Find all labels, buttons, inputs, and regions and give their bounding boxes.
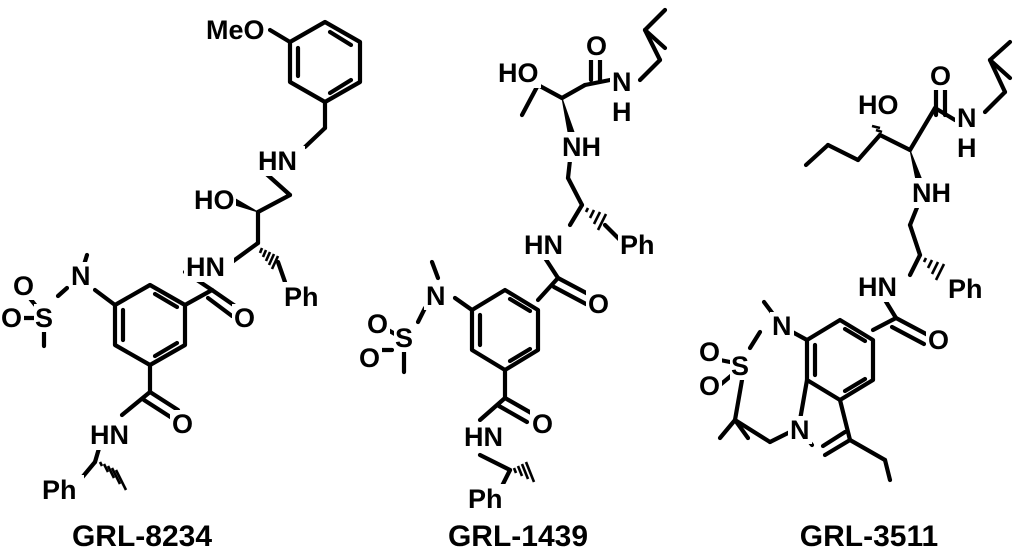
methoxyphenyl-ring [267, 19, 363, 150]
hashed-bond [584, 207, 608, 231]
compound-name: GRL-1439 [448, 520, 588, 553]
sulfonyl-oxygen-label: O [359, 343, 380, 373]
compound-name: GRL-3511 [800, 520, 938, 553]
sulfonyl-oxygen-label: O [13, 271, 34, 301]
compound-grl-1439: HO O N H NH HN Ph O N S O O O H [358, 7, 668, 553]
hashed-bond [98, 461, 128, 491]
hydroxyl-label: HO [858, 90, 899, 120]
n-methyl-nitrogen-label: N [772, 311, 792, 341]
amide-nh-label: HN [90, 420, 129, 450]
sulfonyl-oxygen-label: O [367, 309, 388, 339]
hashed-bond [512, 461, 536, 483]
amide-nitrogen-label: N [612, 67, 632, 97]
hydroxyl-label: HO [498, 58, 539, 88]
hashed-bond [871, 124, 883, 134]
amide-nh-label: HN [524, 230, 563, 260]
sulfur-label: S [731, 351, 749, 381]
amine-label: HN [258, 146, 297, 176]
sulfonyl-oxygen-label: O [1, 303, 22, 333]
carbonyl-oxygen-label: O [172, 409, 193, 439]
benzene-ring [112, 282, 188, 368]
methoxy-label: MeO [206, 15, 265, 45]
hydroxyl-label: HO [194, 185, 235, 215]
compound-grl-8234: MeO HN HO HN Ph O N S O O O HN Ph G [0, 14, 363, 553]
atom-labels: HO O N H NH HN Ph O N S O O O H [358, 31, 662, 514]
hashed-bond [922, 257, 946, 281]
sulfonyl-oxygen-label: O [699, 337, 720, 367]
carbonyl-oxygen-label: O [928, 325, 949, 355]
amide-hydrogen-label: H [957, 133, 977, 163]
carbonyl-oxygen-label: O [234, 303, 255, 333]
amide-nh-label: HN [464, 422, 503, 452]
amide-nh-label: HN [186, 252, 225, 282]
benzene-ring [469, 287, 541, 373]
amine-label: NH [562, 132, 601, 162]
sulfonamide-nitrogen-label: N [71, 261, 91, 291]
carbonyl-oxygen-label: O [588, 289, 609, 319]
compound-grl-3511: HO O N H NH HN Ph O N S O O N GRL-3 [698, 39, 1013, 553]
amide-hydrogen-label: H [612, 97, 632, 127]
atom-labels: HO O N H NH HN Ph O N S O O N [698, 61, 990, 445]
phenyl-label: Ph [284, 282, 319, 312]
hashed-bond [258, 247, 280, 270]
carbonyl-oxygen-label: O [930, 61, 951, 91]
indole-nitrogen-label: N [790, 415, 810, 445]
carbonyl-oxygen-label: O [586, 31, 607, 61]
sulfur-label: S [35, 303, 53, 333]
amine-label: NH [912, 178, 951, 208]
carbonyl-oxygen-label: O [532, 409, 553, 439]
atom-labels: MeO HN HO HN Ph O N S O O O HN Ph [0, 14, 326, 505]
phenyl-label: Ph [42, 475, 77, 505]
phenyl-label: Ph [468, 484, 503, 514]
compound-name: GRL-8234 [72, 520, 212, 553]
amide-nitrogen-label: N [957, 103, 977, 133]
sulfonamide-nitrogen-label: N [426, 281, 446, 311]
sulfonyl-oxygen-label: O [699, 371, 720, 401]
phenyl-label: Ph [948, 274, 983, 304]
phenyl-label: Ph [620, 230, 655, 260]
amide-nh-label: HN [858, 272, 897, 302]
sulfur-label: S [395, 323, 413, 353]
